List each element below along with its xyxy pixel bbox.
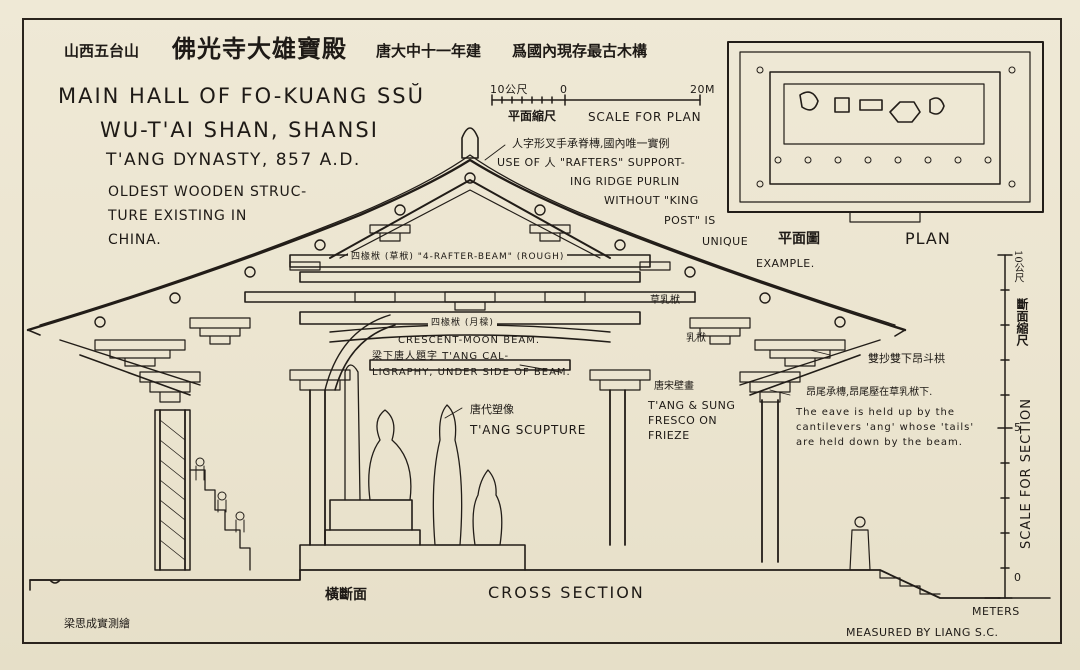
sculptures xyxy=(344,364,503,546)
header-claim-cn: 爲國內現存最古木構 xyxy=(512,42,648,60)
section-scale-units: METERS xyxy=(972,605,1020,618)
annotation-crescent-beam: CRESCENT-MOON BEAM. xyxy=(398,335,541,346)
annotation-calligraphy-2: LIGRAPHY, UNDER SIDE OF BEAM. xyxy=(372,367,571,378)
annotation-rafters-en-4: POST" IS xyxy=(664,214,716,227)
annotation-eave-en-3: are held down by the beam. xyxy=(796,437,963,448)
section-scale-top-label: 10公尺 xyxy=(1012,250,1023,283)
section-scale-mid: 5 xyxy=(1014,421,1022,434)
plan-scale-zero: 0 xyxy=(560,83,568,96)
section-scale-bar xyxy=(984,254,1051,599)
annotation-calligraphy-1: 梁下唐人題字 T'ANG CAL- xyxy=(372,351,510,362)
title-main: MAIN HALL OF FO-KUANG SSŬ xyxy=(58,84,425,108)
section-scale-cn: 斷面縮尺 xyxy=(1015,298,1029,346)
annotation-sculpture-en: T'ANG SCUPTURE xyxy=(470,423,587,437)
plan-drawing xyxy=(727,41,1044,223)
annotation-rafters-en-2: ING RIDGE PURLIN xyxy=(570,175,680,188)
measured-by-cn: 梁思成實測繪 xyxy=(64,617,130,630)
title-oldest-3: CHINA. xyxy=(108,232,162,248)
annotation-beam4-moon: 四椽栿 (月樑) xyxy=(428,318,497,329)
roof-profile xyxy=(26,158,907,332)
title-dynasty: T'ANG DYNASTY, 857 A.D. xyxy=(106,150,361,170)
annotation-fresco-en-2: FRESCO ON xyxy=(648,414,718,427)
human-scale-figure xyxy=(849,516,871,571)
section-label-cn: 橫斷面 xyxy=(325,587,367,603)
title-oldest-2: TURE EXISTING IN xyxy=(108,208,248,224)
annotation-beam-lower: 乳栿 xyxy=(686,333,706,344)
plan-scale-cn: 平面縮尺 xyxy=(508,109,557,123)
annotation-eave-en-2: cantilevers 'ang' whose 'tails' xyxy=(796,422,975,433)
plan-label-en: PLAN xyxy=(905,229,951,248)
header-date-cn: 唐大中十一年建 xyxy=(376,42,482,60)
annotation-eave-en-1: The eave is held up by the xyxy=(796,407,955,418)
annotation-rafters-en-3: WITHOUT "KING xyxy=(604,194,699,207)
annotation-fresco-en-1: T'ANG & SUNG xyxy=(648,399,736,412)
annotation-fresco-cn: 唐宋壁畫 xyxy=(654,381,694,392)
annotation-fresco-en-3: FRIEZE xyxy=(648,429,690,442)
annotation-rafters-en-5: UNIQUE xyxy=(702,235,749,248)
annotation-rafters-en-6: EXAMPLE. xyxy=(756,257,815,270)
header-temple-name-cn: 佛光寺大雄寶殿 xyxy=(172,34,347,63)
plan-scale-right-label: 20M xyxy=(690,83,715,96)
border-frame xyxy=(22,18,1062,644)
title-location: WU-T'AI SHAN, SHANSI xyxy=(100,118,379,142)
annotation-beam-upper: 草乳栿 xyxy=(650,295,680,306)
plan-scale-left-label: 10公尺 xyxy=(490,83,528,96)
annotation-rafters-cn: 人字形叉手承脊槫,國內唯一實例 xyxy=(512,137,670,150)
header-location-cn: 山西五台山 xyxy=(64,42,140,60)
measured-by-en: MEASURED BY LIANG S.C. xyxy=(846,626,999,639)
annotation-sculpture-cn: 唐代塑像 xyxy=(470,403,514,416)
annotation-bracket-cn: 雙抄雙下昂斗栱 xyxy=(868,352,945,365)
section-scale-en: SCALE FOR SECTION xyxy=(1019,398,1034,549)
annotation-rafters-en-1: USE OF 人 "RAFTERS" SUPPORT- xyxy=(497,156,686,169)
section-label-en: CROSS SECTION xyxy=(488,583,645,602)
annotation-eave-cn: 昂尾承槫,昂尾壓在草乳栿下. xyxy=(806,387,933,398)
section-scale-zero: 0 xyxy=(1014,571,1022,584)
ground-line xyxy=(29,569,1001,599)
columns xyxy=(159,389,779,571)
title-oldest-1: OLDEST WOODEN STRUC- xyxy=(108,184,308,200)
plan-label-cn: 平面圖 xyxy=(778,231,820,247)
annotation-beam4-rough: 四椽栿 (草栿) "4-RAFTER-BEAM" (ROUGH) xyxy=(348,252,568,263)
plan-scale-en: SCALE FOR PLAN xyxy=(588,110,702,124)
ridge-finial xyxy=(461,127,479,159)
plan-scale-bar xyxy=(491,94,701,106)
